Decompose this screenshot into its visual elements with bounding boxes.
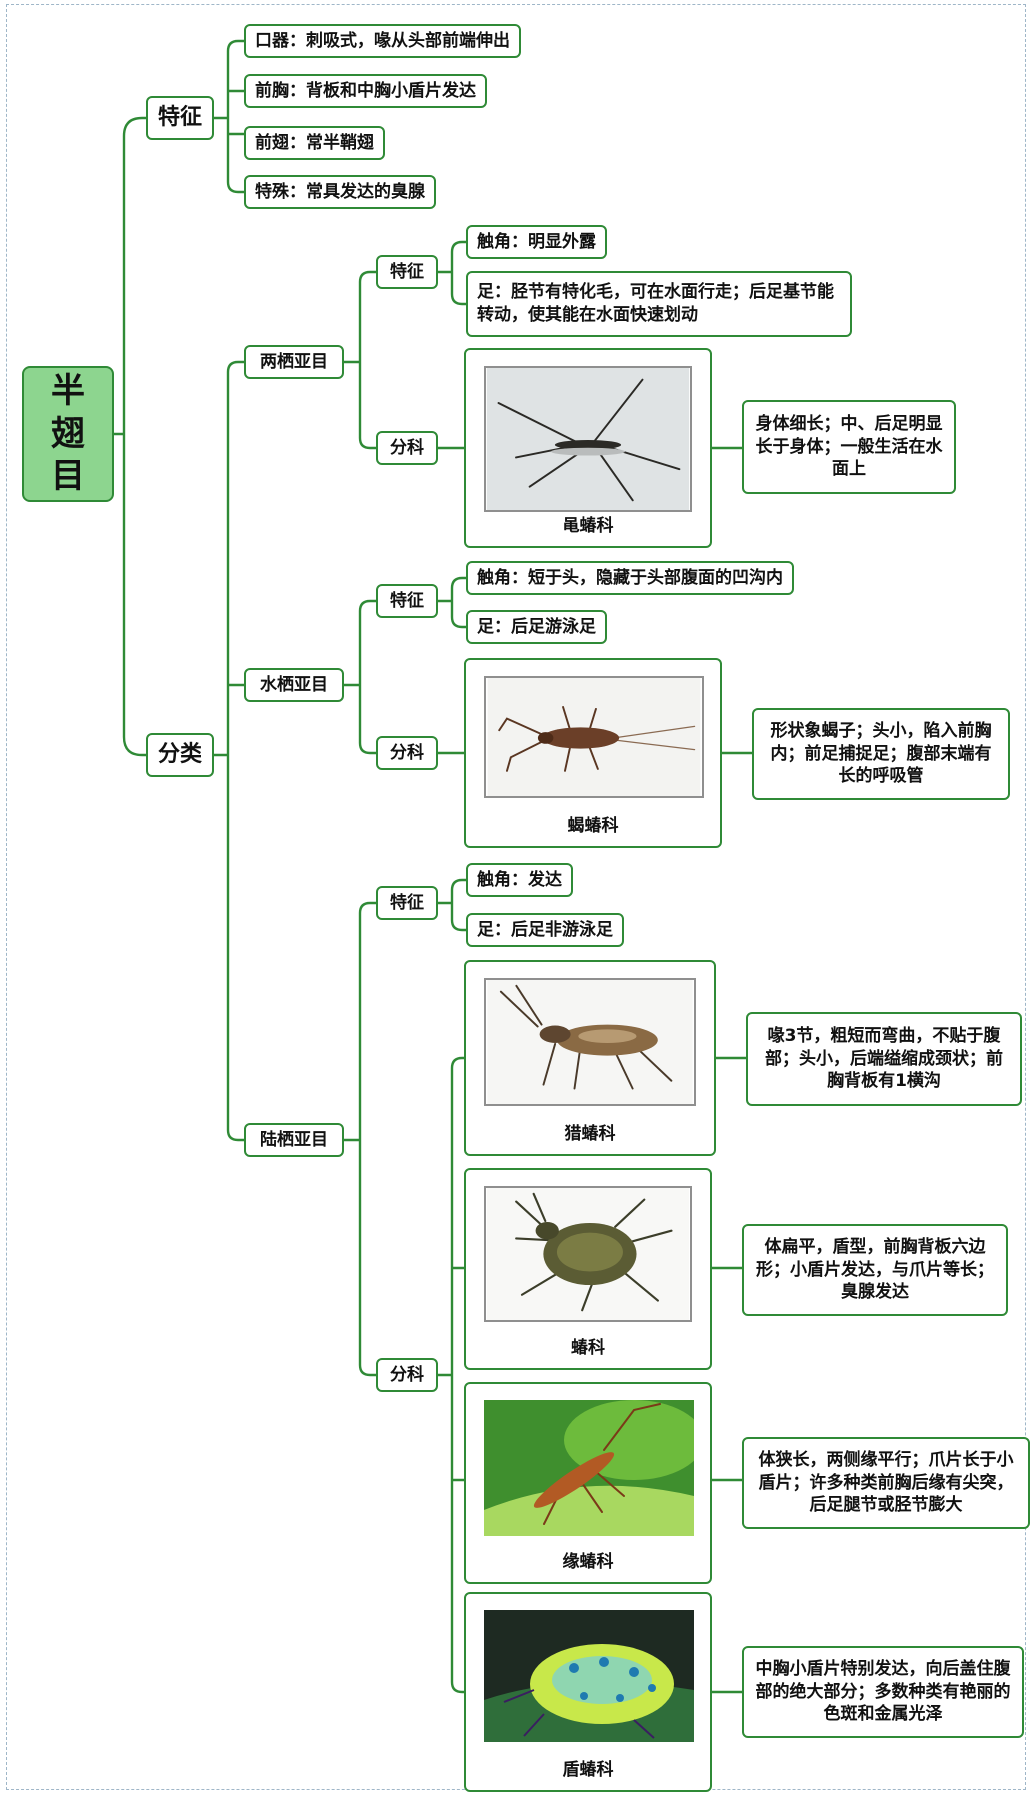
family-card-pentatomidae: 蝽科 [464, 1168, 712, 1370]
family-card-gerridae: 黾蝽科 [464, 348, 712, 548]
family-desc-pentatomidae: 体扁平，盾型，前胸背板六边形；小盾片发达，与爪片等长；臭腺发达 [742, 1224, 1008, 1316]
family-name-pentatomidae: 蝽科 [571, 1338, 605, 1358]
suborder-3-family-node: 分科 [376, 1358, 438, 1392]
family-card-scutelleridae: 盾蝽科 [464, 1592, 712, 1792]
feature-mouthparts: 口器：刺吸式，喙从头部前端伸出 [244, 24, 521, 58]
stink-bug-photo [484, 1186, 692, 1322]
family-card-reduviidae: 猎蝽科 [464, 960, 716, 1156]
family-card-nepidae: 蝎蝽科 [464, 658, 722, 848]
suborder-3-feature-legs: 足：后足非游泳足 [466, 913, 624, 947]
water-strider-photo [484, 366, 692, 512]
family-card-coreidae: 缘蝽科 [464, 1382, 712, 1584]
family-name-gerridae: 黾蝽科 [562, 516, 614, 536]
water-scorpion-photo [484, 676, 704, 798]
shield-bug-photo [484, 1610, 694, 1742]
family-name-reduviidae: 猎蝽科 [564, 1124, 616, 1144]
root-node: 半翅目 [22, 366, 114, 502]
family-desc-gerridae: 身体细长；中、后足明显长于身体；一般生活在水面上 [742, 400, 956, 494]
classification-node: 分类 [146, 733, 214, 777]
suborder-3-feature-node: 特征 [376, 886, 438, 920]
leaf-footed-bug-photo [484, 1400, 694, 1536]
feature-prothorax: 前胸：背板和中胸小盾片发达 [244, 74, 487, 108]
suborder-2-feature-node: 特征 [376, 584, 438, 618]
family-desc-reduviidae: 喙3节，粗短而弯曲，不贴于腹部；头小，后端缢缩成颈状；前胸背板有1横沟 [746, 1012, 1022, 1106]
root-label: 半翅目 [51, 371, 85, 497]
feature-forewing: 前翅：常半鞘翅 [244, 126, 385, 160]
suborder-1-feature-node: 特征 [376, 255, 438, 289]
feature-special: 特殊：常具发达的臭腺 [244, 175, 436, 209]
suborder-3-feature-antenna: 触角：发达 [466, 863, 573, 897]
family-desc-scutelleridae: 中胸小盾片特别发达，向后盖住腹部的绝大部分；多数种类有艳丽的色斑和金属光泽 [742, 1646, 1024, 1738]
suborder-1-family-node: 分科 [376, 431, 438, 465]
suborder-2-feature-legs: 足：后足游泳足 [466, 610, 607, 644]
features-node: 特征 [146, 96, 214, 140]
suborder-1-feature-legs: 足：胫节有特化毛，可在水面行走；后足基节能转动，使其能在水面快速划动 [466, 271, 852, 337]
suborder-geocorisae: 陆栖亚目 [244, 1123, 344, 1157]
family-name-nepidae: 蝎蝽科 [567, 816, 619, 836]
family-name-scutelleridae: 盾蝽科 [562, 1760, 614, 1780]
family-name-coreidae: 缘蝽科 [562, 1552, 614, 1572]
suborder-2-feature-antenna: 触角：短于头，隐藏于头部腹面的凹沟内 [466, 561, 794, 595]
family-desc-coreidae: 体狭长，两侧缘平行；爪片长于小盾片；许多种类前胸后缘有尖突，后足腿节或胫节膨大 [742, 1437, 1030, 1529]
suborder-amphibicorisae: 两栖亚目 [244, 345, 344, 379]
suborder-1-feature-antenna: 触角：明显外露 [466, 225, 607, 259]
assassin-bug-photo [484, 978, 696, 1106]
suborder-2-family-node: 分科 [376, 736, 438, 770]
suborder-hydrocorisae: 水栖亚目 [244, 668, 344, 702]
family-desc-nepidae: 形状象蝎子；头小，陷入前胸内；前足捕捉足；腹部末端有长的呼吸管 [752, 708, 1010, 800]
